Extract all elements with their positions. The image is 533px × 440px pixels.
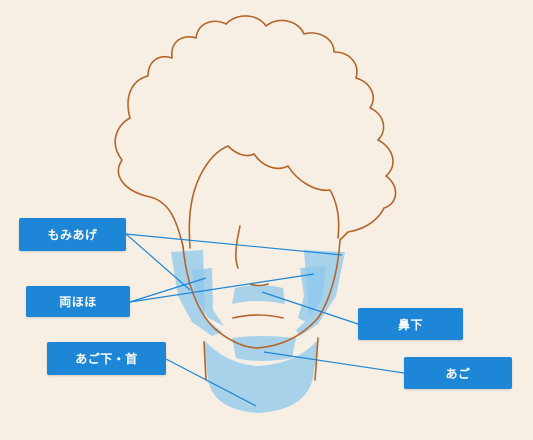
zone-chin <box>232 336 296 361</box>
zone-cheek-left <box>192 268 224 326</box>
face-outline <box>114 15 397 381</box>
label-ryohoho: 両ほほ <box>26 286 130 317</box>
hair-outline <box>114 15 397 247</box>
leader-ryohoho-2 <box>129 273 315 303</box>
zone-cheek-right <box>298 266 326 322</box>
shaving-zones <box>171 250 345 413</box>
label-agoshita-kubi: あご下・首 <box>47 342 166 375</box>
leader-agoshita <box>165 358 257 407</box>
leader-lines <box>125 233 405 407</box>
leader-momiage-2 <box>125 233 191 291</box>
label-momiage: もみあげ <box>19 218 126 251</box>
hairline-inner <box>188 145 340 249</box>
zone-nose-under <box>232 285 285 304</box>
mouth <box>232 314 284 319</box>
neck-right <box>314 337 319 381</box>
leader-hanashita <box>261 291 359 325</box>
neck-left <box>203 341 207 381</box>
leader-ryohoho-1 <box>129 277 207 303</box>
face-left-contour <box>182 245 259 349</box>
label-hanashita: 鼻下 <box>358 308 463 340</box>
face-right-contour <box>257 239 341 349</box>
leader-momiage-1 <box>125 233 343 256</box>
nose <box>235 225 269 287</box>
label-ago: あご <box>404 357 512 389</box>
leader-ago <box>263 351 405 374</box>
zone-jaw-neck <box>204 340 318 413</box>
